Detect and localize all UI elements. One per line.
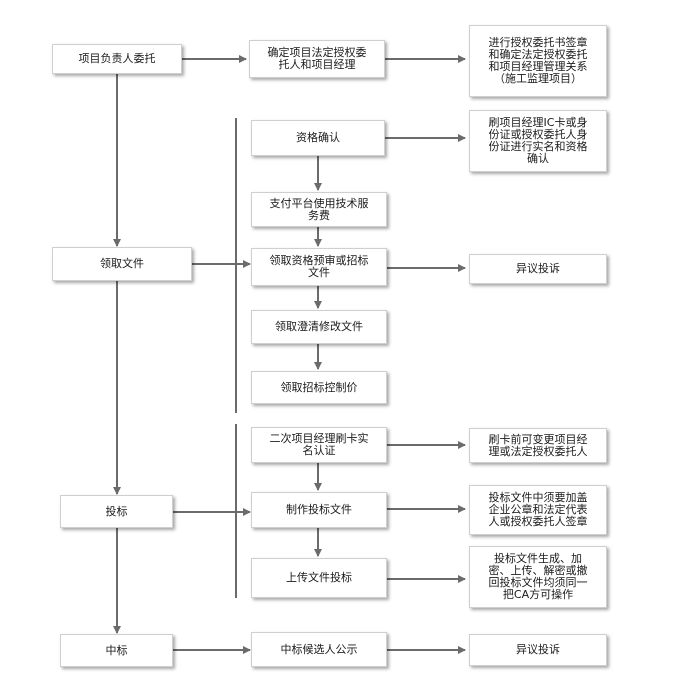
node-get-files: 领取文件 <box>52 247 192 281</box>
node-candidate-publicity: 中标候选人公示 <box>251 632 387 667</box>
node-delegate: 项目负责人委托 <box>52 44 182 74</box>
node-get-prequal-files: 领取资格预审或招标 文件 <box>251 248 387 286</box>
node-confirm-legal-rep: 确定项目法定授权委 托人和项目经理 <box>249 40 385 78</box>
node-second-auth: 二次项目经理刷卡实 名认证 <box>251 427 387 463</box>
node-objection-2: 异议投诉 <box>469 634 607 666</box>
note-change-pm: 刷卡前可变更项目经 理或法定授权委托人 <box>469 428 607 463</box>
note-sign: 进行授权委托书签章 和确定法定授权委托 和项目经理管理关系 （施工监理项目） <box>469 25 607 97</box>
note-seal: 投标文件中须要加盖 企业公章和法定代表 人或授权委托人签章 <box>469 485 607 535</box>
node-pay-fee: 支付平台使用技术服 务费 <box>251 192 387 227</box>
note-ic-card: 刷项目经理IC卡或身 份证或授权委托人身 份证进行实名和资格 确认 <box>469 110 607 172</box>
node-get-clarification: 领取澄清修改文件 <box>251 310 387 344</box>
note-encrypt: 投标文件生成、加 密、上传、解密或撤 回投标文件均须同一 把CA方可操作 <box>469 546 607 608</box>
node-win-bid: 中标 <box>60 634 173 667</box>
node-make-bid-file: 制作投标文件 <box>251 492 387 528</box>
node-upload-bid: 上传文件投标 <box>251 558 387 598</box>
node-qualification-confirm: 资格确认 <box>251 120 385 156</box>
node-get-price-cap: 领取招标控制价 <box>251 371 387 404</box>
node-bid: 投标 <box>60 495 173 528</box>
node-objection-1: 异议投诉 <box>469 254 607 284</box>
